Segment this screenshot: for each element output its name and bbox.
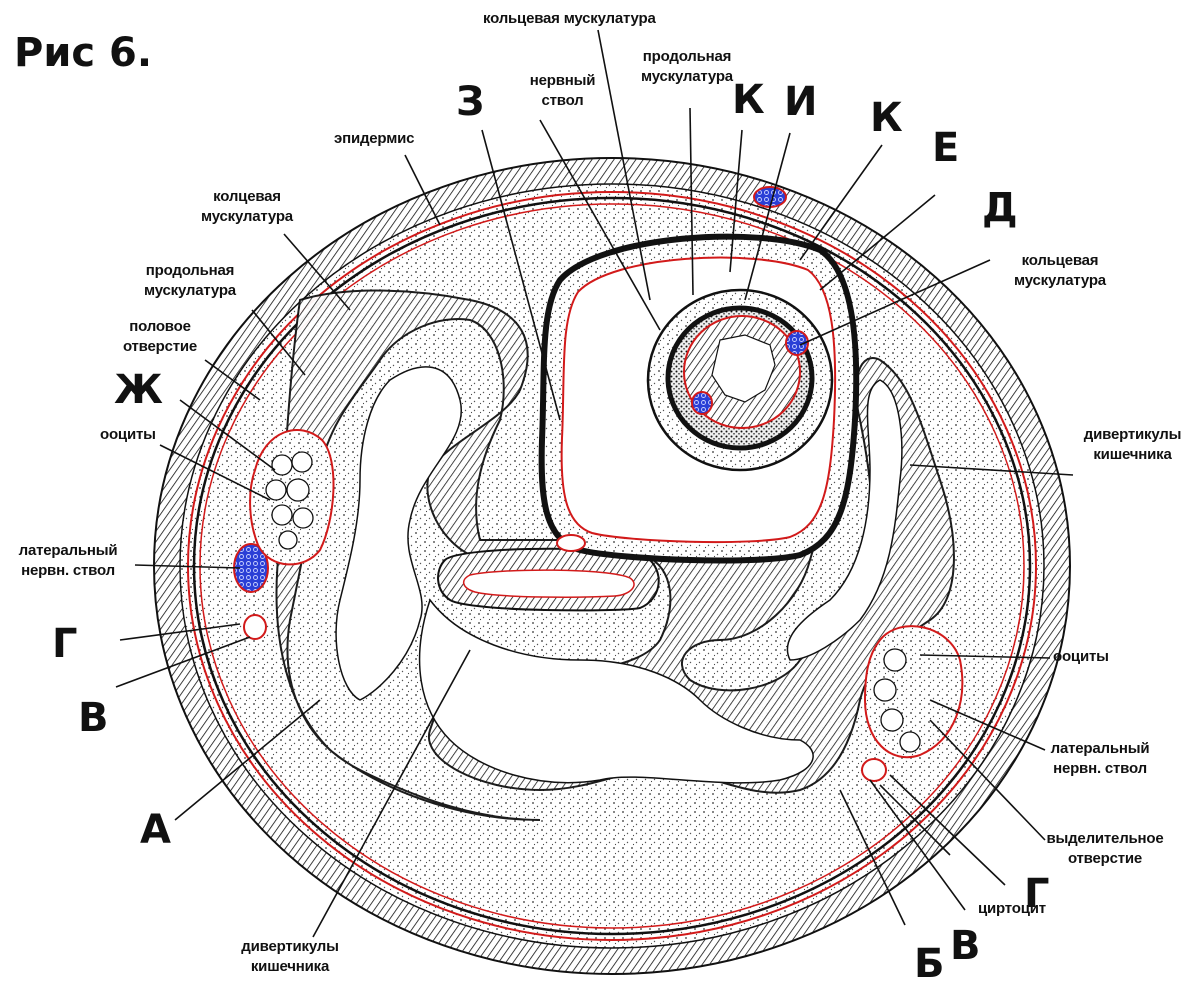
letter-i: И [784, 80, 817, 124]
label-lateral-nerve-left-2: нервн. ствол [8, 562, 128, 580]
letter-v-left: В [78, 696, 109, 740]
label-genital-pore-2: отверстие [115, 338, 205, 356]
protonephridium-left [244, 615, 266, 639]
label-excretory-pore-1: выделительное [1040, 830, 1170, 848]
label-excretory-pore-2: отверстие [1040, 850, 1170, 868]
label-gut-diverticula-bottom-2: кишечника [225, 958, 355, 976]
label-ring-muscle-left-1: колцевая [192, 188, 302, 206]
label-ring-muscle-top: кольцевая мускулатура [483, 10, 656, 28]
letter-b: Б [914, 942, 945, 986]
letter-a: А [140, 808, 171, 852]
letter-e: Е [932, 126, 959, 170]
label-long-muscle-top-1: продольная [622, 48, 752, 66]
letter-g-left: Г [52, 622, 78, 666]
label-long-muscle-left-2: мускулатура [130, 282, 250, 300]
label-oocytes-left: ооциты [100, 426, 156, 444]
nerve-cord-top [754, 187, 786, 207]
label-lateral-nerve-left-1: латеральный [8, 542, 128, 560]
label-epidermis: эпидермис [334, 130, 414, 148]
gut-horizontal-lumen [464, 570, 634, 597]
label-gut-diverticula-right-2: кишечника [1075, 446, 1190, 464]
letter-k-1: К [732, 78, 765, 122]
label-nerve-trunk-2: ствол [520, 92, 605, 110]
figure-title: Рис 6. [14, 30, 152, 76]
label-genital-pore-1: половое [115, 318, 205, 336]
cyrtocyte-right [862, 759, 886, 781]
letter-g-right: Г [1024, 872, 1050, 916]
label-gut-diverticula-bottom-1: дивертикулы [225, 938, 355, 956]
nerve-trunk-ventral [557, 535, 585, 551]
label-long-muscle-left-1: продольная [130, 262, 250, 280]
label-ring-muscle-right-2: мускулатура [1000, 272, 1120, 290]
letter-zh: Ж [114, 368, 163, 412]
label-oocytes-right: ооциты [1053, 648, 1109, 666]
label-nerve-trunk-1: нервный [520, 72, 605, 90]
letter-v-right: В [950, 924, 981, 968]
letter-k-2: К [870, 96, 903, 140]
label-ring-muscle-right-1: кольцевая [1000, 252, 1120, 270]
label-gut-diverticula-right-1: дивертикулы [1075, 426, 1190, 444]
label-ring-muscle-left-2: мускулатура [192, 208, 302, 226]
letter-z: З [456, 80, 484, 124]
label-lateral-nerve-right-1: латеральный [1040, 740, 1160, 758]
letter-d: Д [982, 186, 1018, 230]
nerve-cord-pharynx-left [692, 392, 712, 414]
label-lateral-nerve-right-2: нервн. ствол [1040, 760, 1160, 778]
